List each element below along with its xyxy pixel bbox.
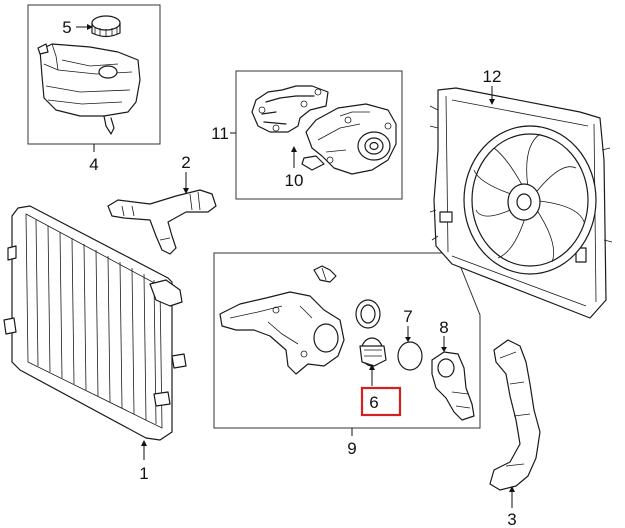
leader-7-arrow: [405, 337, 411, 342]
radiator[interactable]: [3, 205, 187, 441]
leader-3-arrow: [509, 486, 515, 492]
callout-2[interactable]: 2: [181, 153, 190, 172]
leader-8-arrow: [441, 347, 447, 352]
leader-10-arrow: [291, 146, 297, 152]
water-pump-gasket[interactable]: [251, 85, 329, 133]
callout-7[interactable]: 7: [403, 307, 412, 326]
callout-9[interactable]: 9: [347, 439, 356, 458]
callout-1[interactable]: 1: [139, 464, 148, 483]
expansion-tank[interactable]: [37, 43, 141, 135]
temperature-sensor[interactable]: [313, 265, 337, 283]
upper-radiator-hose[interactable]: [107, 189, 217, 255]
leader-6-arrow: [369, 364, 375, 370]
cooling-fan[interactable]: [463, 125, 597, 275]
callout-6-highlight-box: [360, 386, 402, 417]
o-ring[interactable]: [397, 341, 423, 371]
water-pump[interactable]: [301, 103, 397, 175]
thermostat-seal[interactable]: [355, 299, 381, 329]
callout-6[interactable]: 6: [369, 393, 378, 412]
callout-8[interactable]: 8: [439, 318, 448, 337]
reservoir-cap[interactable]: [91, 15, 121, 38]
water-pump-group-box: [235, 70, 403, 200]
lower-radiator-hose[interactable]: [489, 339, 541, 491]
callout-5[interactable]: 5: [62, 18, 71, 37]
thermostat-housing[interactable]: [219, 291, 345, 375]
leader-2-arrow: [183, 188, 189, 194]
leader-1-arrow: [141, 440, 147, 446]
callout-10[interactable]: 10: [285, 171, 304, 190]
callout-12[interactable]: 12: [483, 67, 502, 86]
thermostat-housing-group-box: [213, 252, 481, 429]
thermostat[interactable]: [359, 337, 387, 367]
callout-3[interactable]: 3: [507, 510, 516, 528]
outlet-pipe[interactable]: [431, 351, 475, 421]
leader-12-arrow: [489, 99, 495, 105]
callout-11[interactable]: 11: [211, 124, 229, 143]
callout-4[interactable]: 4: [89, 155, 98, 174]
leader-5-arrow: [87, 24, 93, 30]
